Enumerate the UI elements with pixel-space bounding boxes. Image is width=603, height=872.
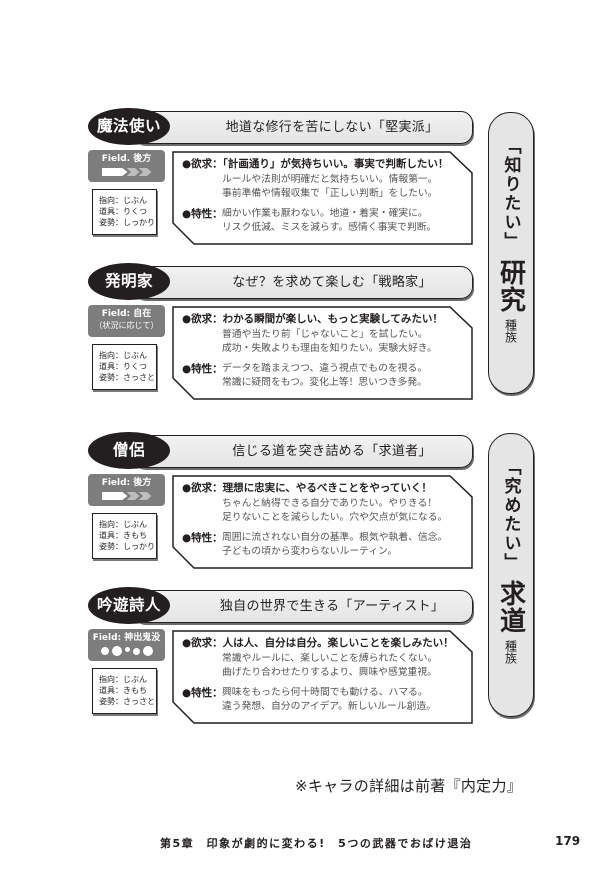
description-box: ●欲求：理想に忠実に、やるべきことをやっていく！ ちゃんと納得できる自分でありた… [172, 475, 473, 569]
stat-tool: 道具：きもち [99, 531, 147, 540]
tagline: 信じる道を突き詰める「求道者」 [232, 444, 432, 459]
tagline-pill: 信じる道を突き詰める「求道者」 [133, 435, 473, 468]
desire-headline: 理想に忠実に、やるべきことをやっていく！ [222, 482, 432, 494]
tagline: 地道な修行を苦にしない「堅実派」 [225, 120, 439, 135]
desire-key: ●欲求： [182, 313, 223, 325]
stat-orientation: 指向：じぶん [99, 520, 147, 529]
desire-detail: ルールや法則が明確だと気持ちいい。情報第一。 [222, 174, 438, 185]
desire-key: ●欲求： [182, 482, 223, 494]
trait-row: ●特性： [182, 207, 223, 221]
stat-tool: 道具：きもち [99, 686, 147, 695]
trait-key: ●特性： [182, 208, 223, 220]
trait-detail: 子どもの頃から変わらないルーティン。 [222, 546, 398, 557]
trait-row: ●特性： [182, 531, 223, 545]
trait-row: ●特性： [182, 686, 223, 700]
tribe-want: 「知りたい」 [500, 137, 521, 251]
field-label: Field: 自在 [101, 309, 152, 319]
field-sub-label: （状況に応じて） [94, 321, 159, 330]
tagline-pill: 独自の世界で生きる「アーティスト」 [133, 590, 473, 623]
chamfered-frame [172, 306, 473, 400]
rear-arrows-icon [88, 168, 165, 176]
stats-box: 指向：じぶん 道具：りくつ 姿勢：しっかり [92, 189, 157, 235]
desire-row: ●欲求：「計画通り」が気持ちいい。事実で判断したい！ [182, 157, 448, 171]
trait-detail: 違う発想、自分のアイデア。新しいルール創造。 [222, 701, 437, 712]
chamfered-frame [172, 151, 473, 245]
trait-detail: リスク低減、ミスを減らす。感情く事実で判断。 [222, 222, 437, 233]
page-number: 179 [555, 834, 581, 848]
stat-tool: 道具：りくつ [99, 362, 147, 371]
trait-detail: データを踏まえつつ、違う視点でものを視る。 [222, 363, 428, 374]
desire-detail: 事前準備や情報収集で「正しい判断」をしたい。 [222, 188, 438, 199]
tribe-pill-seeker: 「究めたい」 求道 種族 [488, 433, 534, 717]
tagline: なぜ？を求めて楽しむ「戦略家」 [232, 275, 432, 290]
desire-key: ●欲求： [182, 158, 223, 170]
tagline-pill: 地道な修行を苦にしない「堅実派」 [133, 111, 473, 144]
stat-stance: 姿勢：さっさと [99, 697, 155, 706]
stat-orientation: 指向：じぶん [99, 675, 147, 684]
class-name-badge: 僧侶 [88, 432, 170, 469]
desire-detail: 足りないことを減らしたい。穴や欠点が気になる。 [222, 512, 448, 523]
desire-row: ●欲求：わかる瞬間が楽しい、もっと実験してみたい！ [182, 312, 443, 326]
trait-row: ●特性： [182, 362, 223, 376]
stat-orientation: 指向：じぶん [99, 196, 147, 205]
field-label: Field. 後方 [101, 154, 152, 164]
description-box: ●欲求：「計画通り」が気持ちいい。事実で判断したい！ ルールや法則が明確だと気持… [172, 151, 473, 245]
desire-detail: 常識やルールに、楽しいことを縛られたくない。 [222, 653, 438, 664]
tribe-pill-research: 「知りたい」 研究 種族 [488, 112, 534, 394]
chamfered-frame [172, 475, 473, 569]
tribe-kind: 研究 [495, 259, 526, 313]
trait-key: ●特性： [182, 363, 223, 375]
desire-headline: わかる瞬間が楽しい、もっと実験してみたい！ [222, 313, 443, 325]
stat-stance: 姿勢：しっかり [99, 218, 155, 227]
trait-detail: 周囲に流されない自分の基準。根気や執着、信念。 [222, 532, 448, 543]
tribe-kind: 求道 [495, 580, 526, 634]
scattered-dots-icon [88, 646, 165, 656]
trait-key: ●特性： [182, 687, 223, 699]
desire-headline: 人は人、自分は自分。楽しいことを楽しみたい！ [222, 637, 454, 649]
desire-detail: ちゃんと納得できる自分でありたい。やりきる！ [222, 498, 438, 509]
stats-box: 指向：じぶん 道具：きもち 姿勢：さっさと [92, 668, 157, 714]
field-label: Field: 後方 [101, 478, 152, 488]
description-box: ●欲求：人は人、自分は自分。楽しいことを楽しみたい！ 常識やルールに、楽しいこと… [172, 630, 473, 724]
trait-key: ●特性： [182, 532, 223, 544]
class-name-badge: 発明家 [88, 263, 170, 300]
tagline-pill: なぜ？を求めて楽しむ「戦略家」 [133, 266, 473, 299]
chapter-footer: 第5章 印象が劇的に変わる! 5つの武器でおばけ退治 [160, 837, 473, 850]
class-name-badge: 吟遊詩人 [88, 587, 170, 624]
stat-orientation: 指向：じぶん [99, 351, 147, 360]
desire-detail: 曲げたり合わせたりするより、興味や感覚重視。 [222, 667, 437, 678]
stats-box: 指向：じぶん 道具：きもち 姿勢：しっかり [92, 513, 157, 559]
reference-note: ※キャラの詳細は前著『内定力』 [295, 777, 523, 795]
desire-key: ●欲求： [182, 637, 223, 649]
trait-detail: 常識に疑問をもつ。変化上等！思いつき多発。 [222, 377, 427, 388]
field-badge: Field: 自在 （状況に応じて） [88, 305, 165, 337]
tribe-suffix: 種族 [503, 319, 518, 343]
field-badge: Field. 後方 [88, 150, 165, 182]
field-label: Field: 神出鬼没 [92, 633, 161, 643]
trait-detail: 興味をもったら何十時間でも動ける、ハマる。 [222, 687, 428, 698]
description-box: ●欲求：わかる瞬間が楽しい、もっと実験してみたい！ 普通や当たり前「じゃないこと… [172, 306, 473, 400]
tagline: 独自の世界で生きる「アーティスト」 [219, 599, 445, 614]
desire-detail: 成功・失敗よりも理由を知りたい。実験大好き。 [222, 343, 437, 354]
class-name-badge: 魔法使い [88, 108, 170, 145]
stat-tool: 道具：りくつ [99, 207, 147, 216]
field-badge: Field: 後方 [88, 474, 165, 506]
desire-detail: 普通や当たり前「じゃないこと」を試したい。 [222, 329, 428, 340]
field-badge: Field: 神出鬼没 [88, 629, 165, 661]
desire-row: ●欲求：理想に忠実に、やるべきことをやっていく！ [182, 481, 432, 495]
tribe-suffix: 種族 [503, 640, 518, 664]
desire-row: ●欲求：人は人、自分は自分。楽しいことを楽しみたい！ [182, 636, 454, 650]
stat-stance: 姿勢：さっさと [99, 373, 155, 382]
chamfered-frame [172, 630, 473, 724]
stats-box: 指向：じぶん 道具：りくつ 姿勢：さっさと [92, 344, 157, 390]
rear-arrows-icon [88, 492, 165, 500]
trait-detail: 細かい作業も厭わない。地道・着実・確実に。 [222, 208, 428, 219]
tribe-want: 「究めたい」 [500, 458, 521, 572]
desire-headline: 「計画通り」が気持ちいい。事実で判断したい！ [222, 158, 449, 170]
stat-stance: 姿勢：しっかり [99, 542, 155, 551]
